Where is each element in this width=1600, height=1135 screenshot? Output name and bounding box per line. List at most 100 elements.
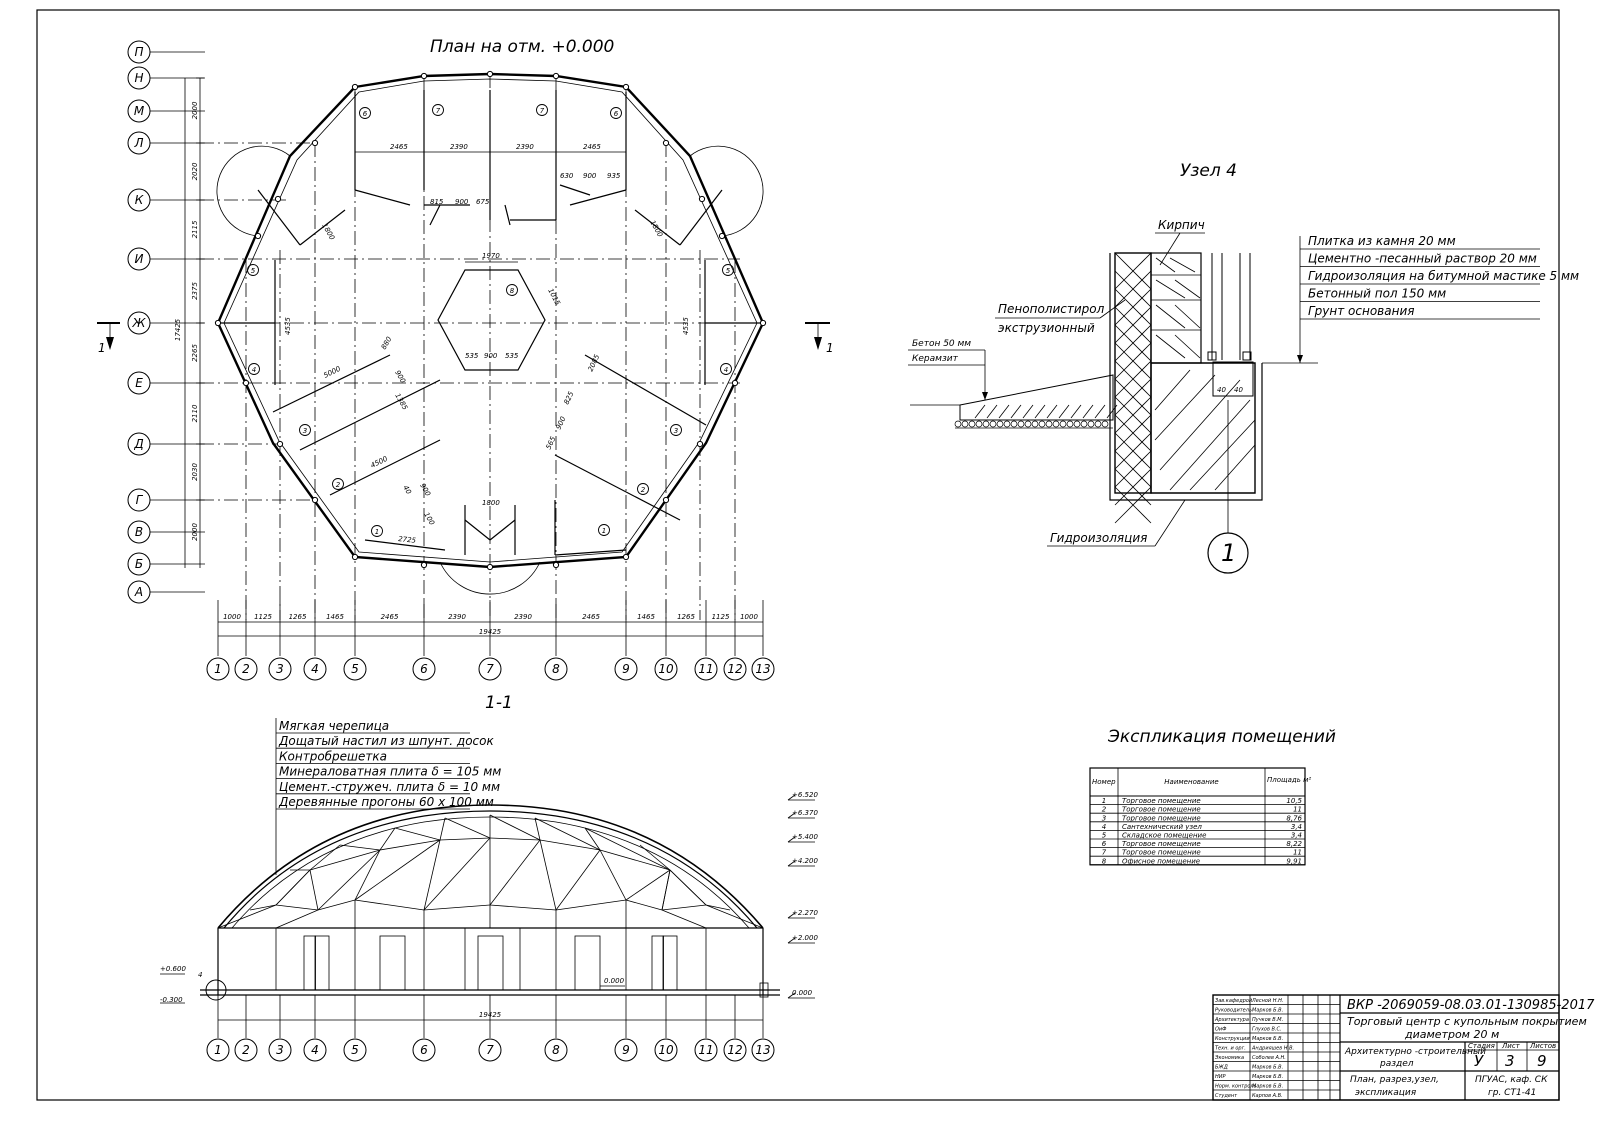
section-layer: Минераловатная плита δ = 105 мм xyxy=(279,765,501,779)
svg-text:Н: Н xyxy=(134,71,143,85)
level-mark: 0.000 xyxy=(792,989,813,997)
svg-text:7: 7 xyxy=(486,1043,494,1057)
svg-text:Марков Б.В.: Марков Б.В. xyxy=(1252,1036,1283,1042)
svg-text:1: 1 xyxy=(602,527,606,535)
section-mark-right: 1 xyxy=(805,322,834,355)
svg-text:ОиФ: ОиФ xyxy=(1215,1027,1227,1033)
row-axis-4: Л xyxy=(127,131,205,155)
svg-text:900: 900 xyxy=(484,352,498,360)
level-mark: +6.370 xyxy=(792,809,818,817)
svg-text:8: 8 xyxy=(552,662,560,676)
node-label-eps-2: экструзионный xyxy=(998,321,1095,335)
svg-text:40: 40 xyxy=(1217,386,1226,394)
svg-text:План, разрез,узел,: План, разрез,узел, xyxy=(1350,1075,1439,1085)
col-axis-3: 3 xyxy=(268,600,292,681)
col-axis-12: 12 xyxy=(723,600,747,681)
svg-text:Листов: Листов xyxy=(1529,1042,1556,1050)
svg-text:5: 5 xyxy=(1102,832,1107,840)
svg-text:2390: 2390 xyxy=(450,143,468,151)
section-axis-11: 11 xyxy=(694,995,718,1062)
svg-text:Техн. и орг.: Техн. и орг. xyxy=(1215,1046,1246,1052)
svg-text:экспликация: экспликация xyxy=(1355,1088,1417,1098)
svg-text:Торговое помещение: Торговое помещение xyxy=(1122,840,1201,848)
svg-text:935: 935 xyxy=(607,172,621,180)
svg-text:Андрияшев Н.В.: Андрияшев Н.В. xyxy=(1251,1046,1294,1052)
svg-text:Лист: Лист xyxy=(1501,1042,1521,1050)
svg-text:7: 7 xyxy=(436,107,441,115)
svg-text:1: 1 xyxy=(214,662,222,676)
col-dim: 2390 xyxy=(514,613,532,621)
room-number: 7 xyxy=(536,104,548,116)
hex-office xyxy=(437,269,546,371)
svg-text:1800: 1800 xyxy=(482,499,500,507)
svg-text:Ж: Ж xyxy=(132,316,147,330)
svg-text:А: А xyxy=(134,585,143,599)
svg-text:1: 1 xyxy=(98,341,106,355)
svg-text:9: 9 xyxy=(1537,1052,1547,1070)
stamp-role-row: Техн. и орг. Андрияшев Н.В. xyxy=(1213,1046,1340,1053)
row-total-dim: 17425 xyxy=(174,318,182,341)
svg-text:Е: Е xyxy=(135,376,143,390)
node-callout xyxy=(1207,532,1249,574)
svg-text:Торговое помещение: Торговое помещение xyxy=(1122,849,1201,857)
plan-nodes xyxy=(214,70,767,571)
svg-text:1970: 1970 xyxy=(482,252,500,260)
svg-text:900: 900 xyxy=(583,172,597,180)
row-dim: 2000 xyxy=(191,523,199,541)
svg-text:2: 2 xyxy=(641,486,646,494)
sheet-frame xyxy=(36,9,1560,1101)
svg-text:4535: 4535 xyxy=(284,317,292,335)
svg-text:11: 11 xyxy=(1293,806,1302,814)
svg-text:2725: 2725 xyxy=(398,535,417,545)
svg-text:900: 900 xyxy=(455,198,469,206)
svg-text:БЖД: БЖД xyxy=(1215,1065,1228,1071)
col-axis-13: 13 xyxy=(751,600,775,681)
svg-text:8,76: 8,76 xyxy=(1286,814,1302,822)
svg-text:Б: Б xyxy=(135,557,143,571)
stamp-code: ВКР -2069059-08.03.01-130985-2017 xyxy=(1347,998,1595,1013)
svg-text:4: 4 xyxy=(252,366,256,374)
svg-text:2465: 2465 xyxy=(390,143,408,151)
levels-left: +0.600 -0.300 xyxy=(160,965,186,1004)
svg-text:8: 8 xyxy=(510,287,515,295)
svg-text:4: 4 xyxy=(1102,823,1106,831)
stamp-role-row: Студент Карпов А.В. xyxy=(1215,1093,1283,1099)
svg-text:3,4: 3,4 xyxy=(1291,823,1302,831)
svg-text:Карпов А.В.: Карпов А.В. xyxy=(1252,1093,1283,1099)
row-axis-5: К xyxy=(127,188,205,212)
room-number: 2 xyxy=(332,478,344,490)
svg-text:10,5: 10,5 xyxy=(1286,797,1302,805)
svg-text:Складское помещение: Складское помещение xyxy=(1122,832,1206,840)
svg-text:Студент: Студент xyxy=(1215,1093,1238,1099)
section-mark-left: 1 xyxy=(97,322,120,355)
svg-text:11: 11 xyxy=(1293,849,1302,857)
svg-text:5: 5 xyxy=(351,1043,359,1057)
svg-text:7: 7 xyxy=(540,107,545,115)
section-layer: Дощатый настил из шпунт. досок xyxy=(278,734,494,748)
section-title: 1-1 xyxy=(485,693,513,713)
svg-text:3: 3 xyxy=(303,427,307,435)
col-dim: 1000 xyxy=(740,613,758,621)
svg-text:НИР: НИР xyxy=(1215,1074,1226,1080)
svg-text:К: К xyxy=(135,193,144,207)
room-number: 1 xyxy=(598,524,610,536)
svg-text:8,22: 8,22 xyxy=(1286,840,1302,848)
svg-text:5000: 5000 xyxy=(322,365,342,380)
svg-text:5: 5 xyxy=(726,267,731,275)
svg-text:3,4: 3,4 xyxy=(1291,832,1302,840)
svg-text:Архитектура: Архитектура xyxy=(1214,1017,1249,1023)
svg-text:Лесной Н.Н.: Лесной Н.Н. xyxy=(1251,998,1283,1004)
col-dim: 1000 xyxy=(223,613,241,621)
svg-text:2: 2 xyxy=(336,481,341,489)
